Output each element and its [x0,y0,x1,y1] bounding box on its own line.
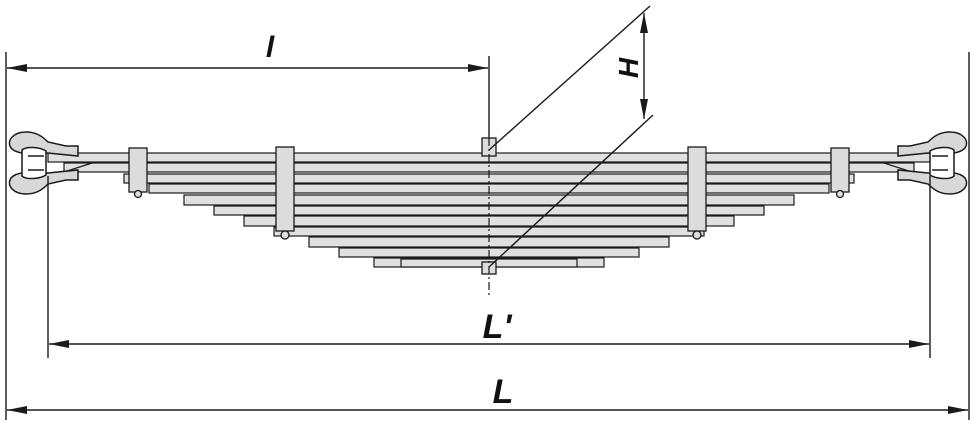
clamp-right-inner [687,146,707,240]
spring-clamps [128,146,850,240]
label-half-length: l [266,31,275,64]
label-overall: L [493,373,514,411]
clamp-left-outer [128,147,148,199]
spring-eye-right [897,131,968,195]
label-eye-to-eye: L' [483,308,514,346]
clamp-right-outer [830,147,850,199]
spring-eye-left [8,131,79,195]
extension-lines [5,5,970,420]
clamp-left-inner [275,146,295,240]
dimension-lines [7,13,968,414]
label-height: H [613,57,644,78]
